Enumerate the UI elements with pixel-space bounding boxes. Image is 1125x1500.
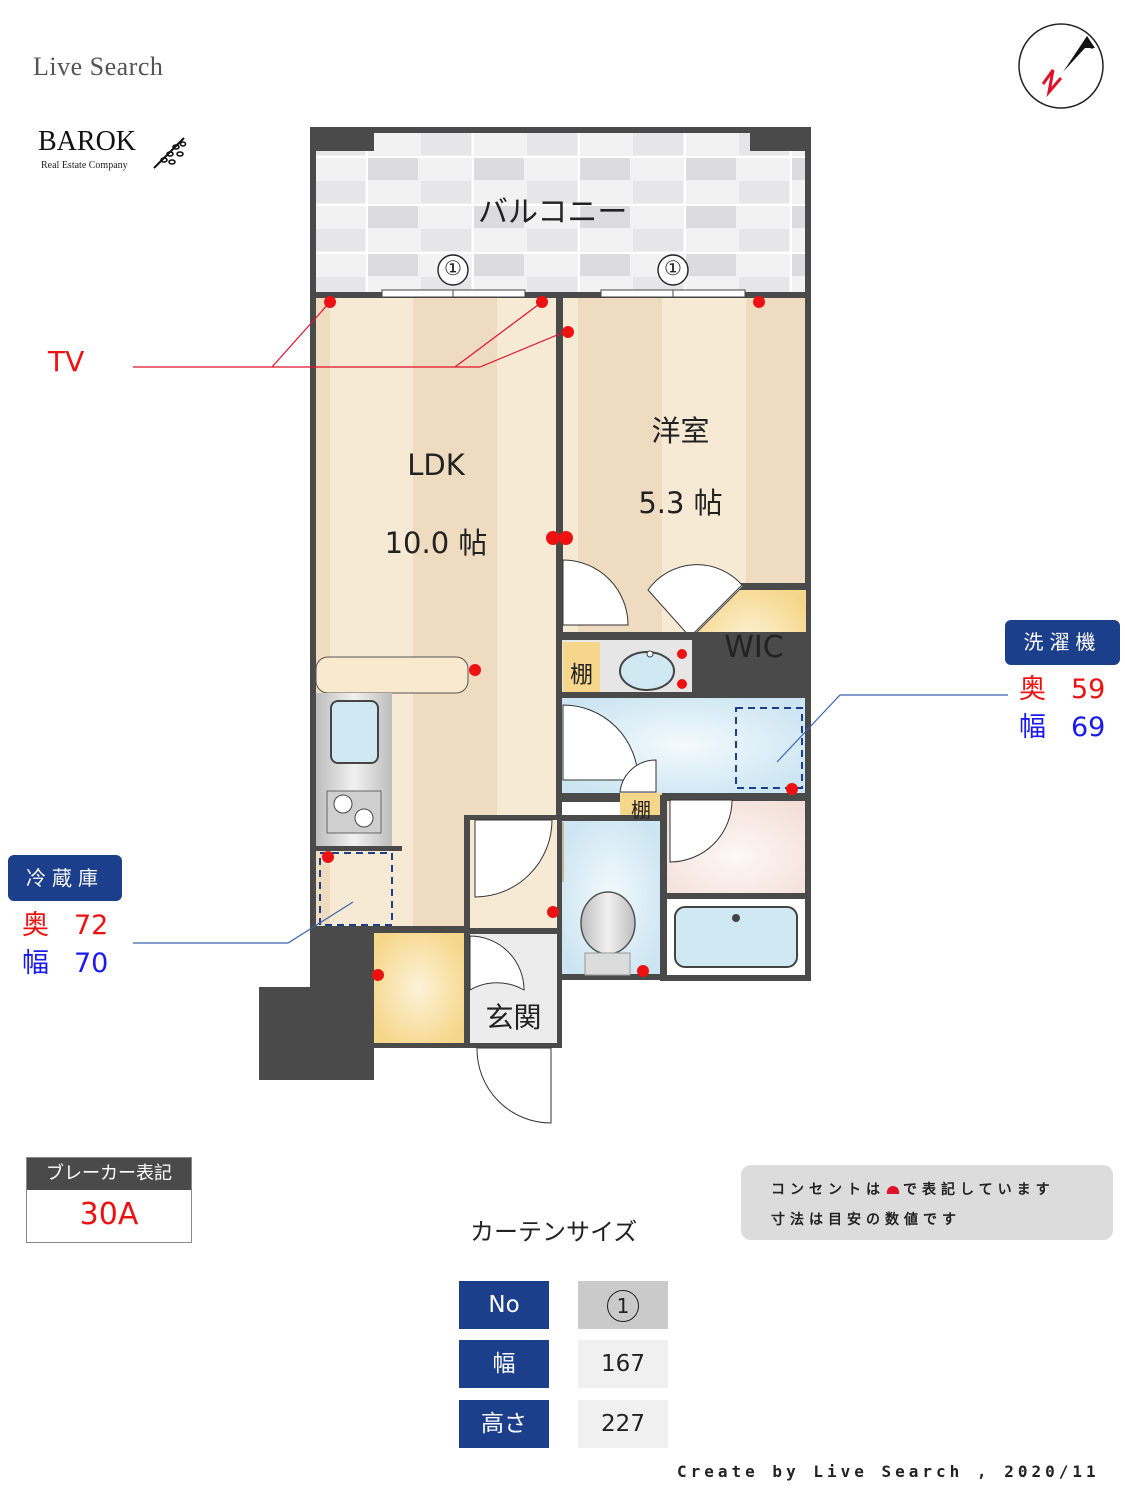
room-label-wic: WIC bbox=[724, 630, 784, 665]
logo-subtitle: Real Estate Company bbox=[41, 160, 128, 171]
curtain-title: カーテンサイズ bbox=[470, 1218, 638, 1246]
room-label-balcony: バルコニー bbox=[478, 195, 628, 230]
room-size-western: 5.3 帖 bbox=[638, 486, 723, 520]
window-marker-1: ① bbox=[444, 256, 462, 280]
curtain-value-height: 227 bbox=[578, 1400, 668, 1448]
washer-callout-title: 洗濯機 bbox=[1005, 620, 1120, 665]
footer-credit: Create by Live Search , 2020/11 bbox=[677, 1462, 1100, 1481]
floor-plan bbox=[133, 127, 1008, 1124]
note-line-2: 寸法は目安の数値です bbox=[771, 1212, 961, 1228]
outlet-markers bbox=[322, 296, 798, 981]
curtain-header-width: 幅 bbox=[459, 1340, 549, 1388]
brand-title: Live Search bbox=[33, 52, 164, 81]
legend-note: コンセントはで表記しています 寸法は目安の数値です bbox=[741, 1165, 1113, 1240]
note-line-1: コンセントはで表記しています bbox=[771, 1182, 1055, 1198]
curtain-value-width: 167 bbox=[578, 1340, 668, 1388]
room-label-western: 洋室 bbox=[651, 414, 710, 448]
compass-north-icon bbox=[1018, 23, 1104, 109]
breaker-box: ブレーカー表記 30A bbox=[26, 1157, 192, 1243]
leaf-branch-icon bbox=[153, 137, 187, 169]
logo-name: BAROK bbox=[38, 126, 137, 157]
room-size-ldk: 10.0 帖 bbox=[384, 526, 488, 560]
room-label-entrance: 玄関 bbox=[485, 1001, 542, 1034]
curtain-header-no: No bbox=[459, 1281, 549, 1329]
curtain-header-height: 高さ bbox=[459, 1400, 549, 1448]
breaker-label: ブレーカー表記 bbox=[27, 1158, 191, 1190]
tv-label: TV bbox=[48, 345, 85, 378]
shelf-label-1: 棚 bbox=[570, 662, 593, 688]
room-label-ldk: LDK bbox=[407, 448, 465, 482]
breaker-value: 30A bbox=[79, 1197, 139, 1232]
window-marker-2: ① bbox=[664, 256, 682, 280]
fridge-callout-title: 冷蔵庫 bbox=[8, 855, 122, 901]
curtain-value-no: 1 bbox=[578, 1281, 668, 1329]
outlet-legend-icon bbox=[887, 1186, 899, 1194]
shelf-label-2: 棚 bbox=[631, 798, 651, 822]
